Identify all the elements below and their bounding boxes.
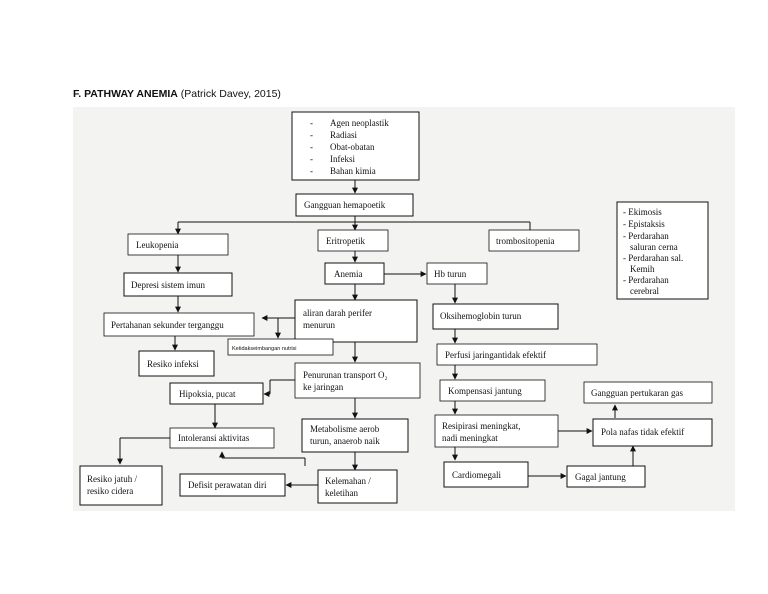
kelemahan-label-1: Kelemahan /: [325, 476, 371, 486]
gangguan-gas-label: Gangguan pertukaran gas: [591, 388, 683, 398]
pola-nafas-box: Pola nafas tidak efektif: [592, 418, 713, 447]
bleeding-saluran-cerna: saluran cerna: [630, 242, 678, 252]
oksihemoglobin-box: Oksihemoglobin turun: [432, 303, 559, 330]
anemia-label: Anemia: [334, 269, 363, 279]
kompensasi-label: Kompensasi jantung: [448, 386, 522, 396]
svg-text:-: -: [310, 130, 313, 140]
hipoksia-box: Hipoksia, pucat: [169, 382, 264, 405]
respirasi-label-2: nadi meningkat: [442, 433, 498, 443]
svg-text:-: -: [310, 118, 313, 128]
resiko-infeksi-label: Resiko infeksi: [147, 359, 199, 369]
respirasi-label-1: Resipirasi meningkat,: [442, 421, 521, 431]
metab-label-1: Metabolisme aerob: [310, 424, 380, 434]
pertahanan-box: Pertahanan sekunder terganggu: [103, 312, 255, 337]
trombositopenia-box: trombositopenia: [488, 229, 580, 252]
ketidakseimbangan-box: Ketidakseimbangan nutrisi: [227, 338, 334, 356]
intoleransi-box: Intoleransi aktivitas: [169, 427, 275, 449]
causes-box: - Agen neoplastik - Radiasi - Obat-obata…: [291, 111, 420, 181]
svg-text:-: -: [310, 142, 313, 152]
gangguan-hemapoetik-box: Gangguan hemapoetik: [295, 193, 414, 217]
cause-radiasi: Radiasi: [330, 130, 357, 140]
kompensasi-box: Kompensasi jantung: [439, 379, 546, 402]
eritropetik-label: Eritropetik: [326, 236, 365, 246]
kelemahan-label-2: keletihan: [325, 488, 358, 498]
depresi-box: Depresi sistem imun: [123, 272, 233, 297]
gangguan-gas-box: Gangguan pertukaran gas: [583, 381, 713, 404]
leukopenia-box: Leukopenia: [127, 233, 229, 256]
bleeding-kemih: Kemih: [630, 264, 655, 274]
gangguan-label: Gangguan hemapoetik: [304, 200, 386, 210]
trombositopenia-label: trombositopenia: [496, 236, 555, 246]
pola-label: Pola nafas tidak efektif: [601, 427, 684, 437]
gagal-label: Gagal jantung: [575, 472, 626, 482]
hb-turun-box: Hb turun: [426, 262, 488, 285]
bleeding-box: - Ekimosis - Epistaksis - Perdarahan sal…: [616, 201, 709, 300]
resiko-infeksi-box: Resiko infeksi: [138, 350, 215, 377]
penurunan-label-1: Penurunan transport O₂: [303, 370, 388, 380]
eritropetik-box: Eritropetik: [317, 229, 389, 252]
oksi-label: Oksihemoglobin turun: [440, 311, 522, 321]
metab-label-2: turun, anaerob naik: [310, 436, 380, 446]
hb-label: Hb turun: [434, 269, 467, 279]
anemia-box: Anemia: [324, 262, 385, 285]
perfusi-box: Perfusi jaringantidak efektif: [436, 343, 598, 366]
connectors: [117, 180, 636, 488]
penurunan-transport-box: Penurunan transport O₂ ke jaringan: [294, 362, 421, 399]
hipoksia-label: Hipoksia, pucat: [179, 389, 236, 399]
bleeding-cerebral: cerebral: [630, 286, 659, 296]
defisit-box: Defisit perawatan diri: [179, 473, 286, 497]
bleeding-perdarahan-cerna: - Perdarahan: [623, 231, 669, 241]
aliran-label-1: aliran darah perifer: [303, 308, 372, 318]
aliran-darah-box: aliran darah perifer menurun: [294, 299, 418, 343]
resiko-jatuh-label-1: Resiko jatuh /: [87, 474, 137, 484]
title-citation: (Patrick Davey, 2015): [180, 88, 281, 100]
page-title: F. PATHWAY ANEMIA (Patrick Davey, 2015): [73, 88, 281, 100]
cardiomegali-label: Cardiomegali: [452, 470, 501, 480]
svg-text:-: -: [310, 154, 313, 164]
resiko-jatuh-box: Resiko jatuh / resiko cidera: [79, 465, 163, 506]
bleeding-perdarahan-cerebral: - Perdarahan: [623, 275, 669, 285]
intoleransi-label: Intoleransi aktivitas: [178, 433, 250, 443]
metabolisme-box: Metabolisme aerob turun, anaerob naik: [301, 418, 409, 453]
cause-infeksi: Infeksi: [330, 154, 355, 164]
cause-obat: Obat-obatan: [330, 142, 375, 152]
kelemahan-box: Kelemahan / keletihan: [317, 469, 398, 504]
cause-bahan: Bahan kimia: [330, 166, 376, 176]
svg-text:-: -: [310, 166, 313, 176]
bleeding-epistaksis: - Epistaksis: [623, 219, 665, 229]
leukopenia-label: Leukopenia: [136, 240, 178, 250]
penurunan-label-2: ke jaringan: [303, 382, 344, 392]
cause-agen: Agen neoplastik: [330, 118, 389, 128]
aliran-label-2: menurun: [303, 320, 335, 330]
depresi-label: Depresi sistem imun: [131, 280, 205, 290]
bleeding-ekimosis: - Ekimosis: [623, 207, 662, 217]
respirasi-box: Resipirasi meningkat, nadi meningkat: [434, 414, 559, 448]
gagal-jantung-box: Gagal jantung: [566, 465, 646, 488]
pertahanan-label: Pertahanan sekunder terganggu: [111, 320, 224, 330]
ketidak-label: Ketidakseimbangan nutrisi: [232, 346, 297, 352]
title-bold: F. PATHWAY ANEMIA: [73, 88, 178, 100]
resiko-jatuh-label-2: resiko cidera: [87, 486, 133, 496]
defisit-label: Defisit perawatan diri: [188, 480, 267, 490]
perfusi-label: Perfusi jaringantidak efektif: [445, 350, 546, 360]
cardiomegali-box: Cardiomegali: [443, 461, 529, 488]
bleeding-perdarahan-kemih: - Perdarahan sal.: [623, 253, 683, 263]
